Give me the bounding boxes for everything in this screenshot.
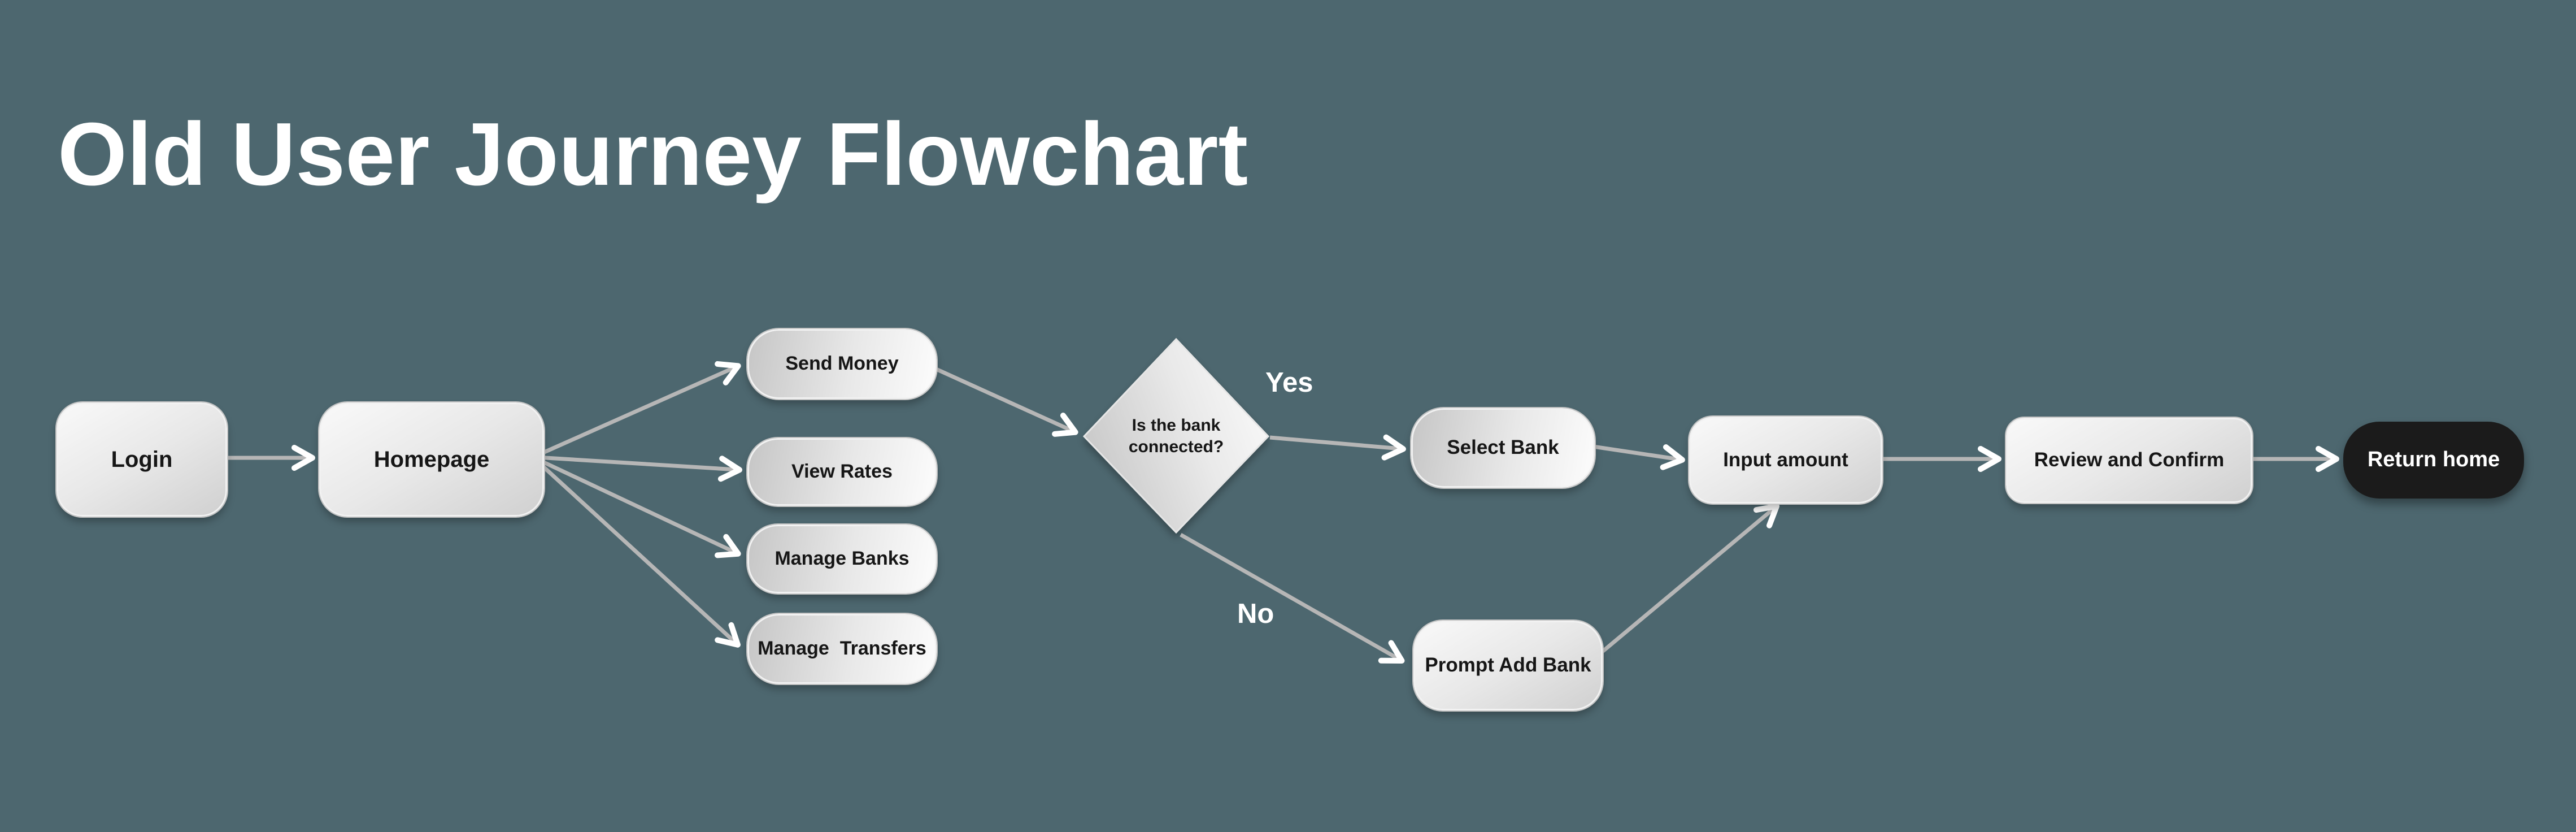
edge-label-no: No (1237, 599, 1274, 629)
edge-label-yes: Yes (1265, 367, 1313, 398)
node-login: Login (56, 402, 227, 517)
node-manage-transfers: Manage Transfers (747, 614, 937, 684)
node-manage-banks: Manage Banks (747, 525, 937, 593)
arrow-prompt-add-bank-input-amount (1599, 503, 1780, 655)
node-prompt-add-bank: Prompt Add Bank (1413, 621, 1603, 710)
page-title: Old User Journey Flowchart (58, 105, 1248, 204)
node-send-money: Send Money (747, 329, 937, 399)
arrow-homepage-send-money (536, 361, 741, 458)
decision-label: Is the bank connected? (1128, 415, 1224, 456)
arrow-homepage-manage-transfers (535, 459, 741, 648)
decision-diamond-shape (1082, 337, 1270, 534)
node-input-amount: Input amount (1689, 417, 1882, 504)
node-view-rates: View Rates (747, 438, 937, 506)
node-select-bank: Select Bank (1411, 408, 1595, 488)
arrow-homepage-view-rates (536, 455, 742, 482)
arrow-decision-select-bank-yes (1269, 434, 1406, 461)
node-return-home: Return home (2343, 422, 2524, 499)
arrow-homepage-manage-banks (536, 457, 741, 558)
node-review-and-confirm: Review and Confirm (2006, 418, 2252, 503)
node-homepage: Homepage (319, 402, 544, 517)
arrow-send-money-decision (934, 366, 1078, 437)
arrow-decision-prompt-add-bank-no (1180, 532, 1405, 664)
arrow-select-bank-input-amount (1592, 444, 1685, 470)
